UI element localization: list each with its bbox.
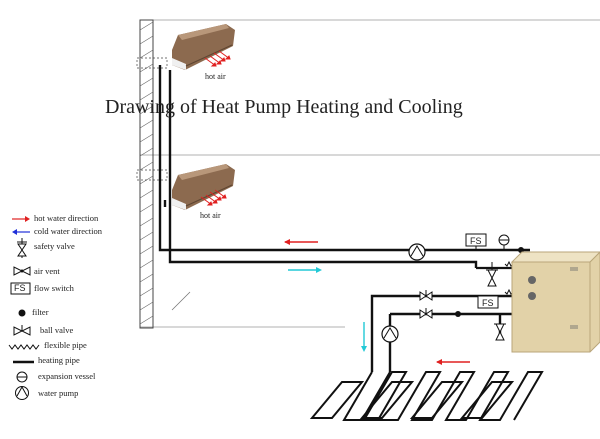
diagram-title: Drawing of Heat Pump Heating and Cooling [105, 96, 463, 118]
legend-item-flow-switch: FS flow switch [6, 282, 166, 296]
hot-air-arrows-lower [200, 189, 227, 206]
safety-valves [486, 262, 506, 341]
legend-item-expansion-vessel: expansion vessel [6, 370, 166, 384]
legend: hot water direction cold water direction… [6, 212, 166, 402]
fan-coil-upper [172, 24, 235, 70]
legend-item-filter: filter [6, 306, 166, 320]
legend-label-heating-pipe: heating pipe [38, 355, 80, 365]
water-pump-upper [408, 243, 426, 261]
fs-label-lower: FS [482, 298, 494, 308]
air-vent-icon [13, 266, 31, 276]
fs-label-upper: FS [470, 236, 482, 246]
legend-label-safety-valve: safety valve [34, 241, 75, 251]
flow-switch-lower [477, 295, 499, 309]
water-pump-lower [381, 325, 399, 343]
legend-label-ball-valve: ball valve [40, 325, 74, 335]
legend-label-flow-switch: flow switch [34, 283, 74, 293]
legend-item-safety-valve: safety valve [6, 238, 166, 258]
flow-switch-upper [465, 233, 487, 250]
heating-pipe-icon [13, 360, 34, 364]
legend-item-heating-pipe: heating pipe [6, 355, 166, 369]
fan-coil-lower [172, 164, 235, 210]
expansion-vessel [498, 234, 510, 250]
legend-label-cold-water: cold water direction [34, 226, 102, 236]
hot-water-arrow-upper [284, 239, 318, 245]
legend-item-flexible-pipe: flexible pipe [6, 340, 166, 354]
hot-water-arrow-lower [436, 359, 470, 365]
hot-air-arrows-upper [204, 50, 231, 67]
floor-heating-coils [342, 371, 544, 421]
down-arrow-cyan [361, 322, 367, 352]
legend-label-flexible-pipe: flexible pipe [44, 340, 87, 350]
legend-item-air-vent: air vent [6, 265, 166, 279]
expansion-vessel-icon [16, 371, 28, 383]
red-arrow-icon [12, 216, 30, 222]
legend-label-hot-water: hot water direction [34, 213, 99, 223]
legend-item-ball-valve: ball valve [6, 324, 166, 338]
hot-air-label-upper: hot air [205, 72, 226, 81]
legend-fs-box-label: FS [14, 283, 26, 293]
blue-arrow-icon [12, 229, 30, 235]
legend-item-hot-water: hot water direction [6, 212, 166, 226]
ball-valve-icon [13, 325, 31, 336]
ball-valves [419, 290, 433, 319]
hot-air-label-lower: hot air [200, 211, 221, 220]
heat-pump-unit [510, 251, 600, 353]
legend-label-water-pump: water pump [38, 388, 79, 398]
flow-switch-icon [10, 282, 31, 295]
water-pump-icon [15, 385, 29, 400]
building-outline [136, 19, 600, 329]
legend-label-expansion-vessel: expansion vessel [38, 371, 96, 381]
legend-item-water-pump: water pump [6, 385, 166, 400]
flexible-pipe-icon [8, 344, 40, 350]
floor-heating-loops [309, 381, 515, 419]
supply-arrow-cyan [288, 267, 322, 273]
legend-label-air-vent: air vent [34, 266, 60, 276]
legend-label-filter: filter [32, 307, 49, 317]
legend-item-cold-water: cold water direction [6, 225, 166, 239]
filter-icon [18, 309, 26, 317]
safety-valve-icon [17, 238, 27, 258]
